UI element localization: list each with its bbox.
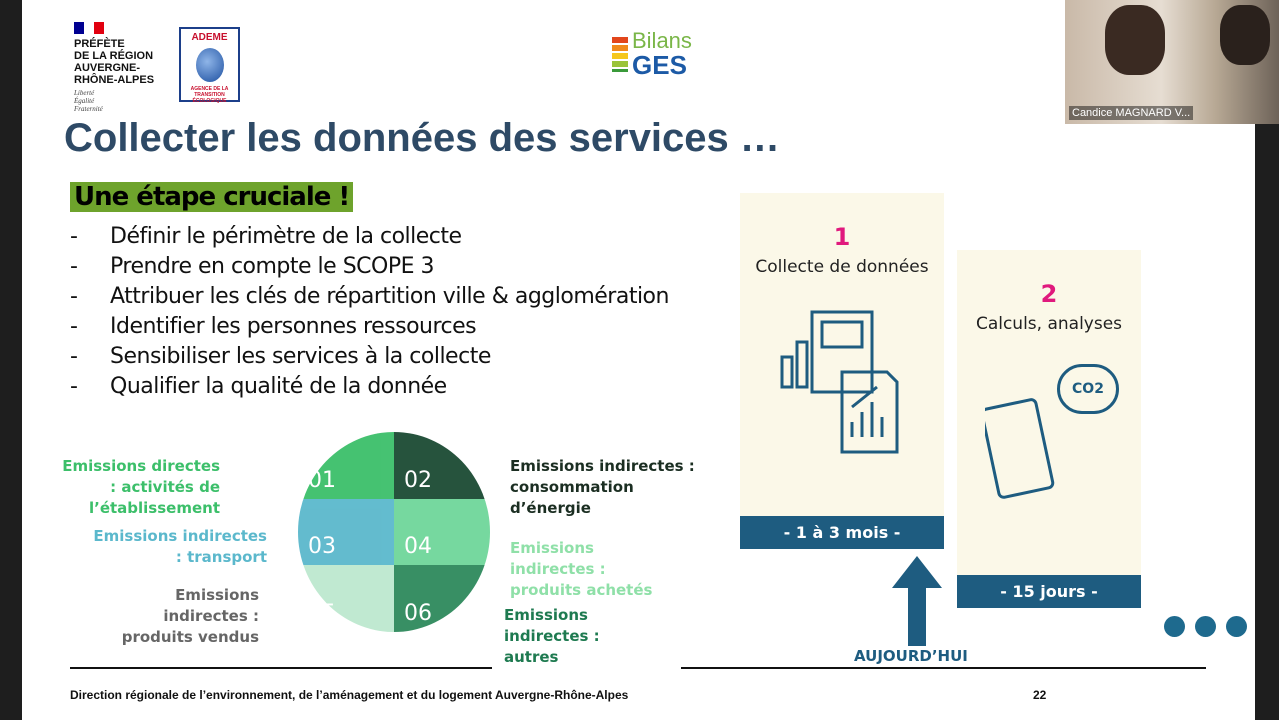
more-dots-icon — [1164, 616, 1247, 637]
puzzle-piece: 05 — [298, 565, 394, 632]
emission-label-5: Emissions indirectes : produits vendus — [121, 586, 259, 646]
emission-label-2: Emissions indirectes : consommation d’én… — [510, 457, 695, 517]
participant-video-tile[interactable]: Candice MAGNARD V... — [1065, 0, 1279, 124]
step-number: 1 — [833, 223, 851, 251]
slide-footer: Direction régionale de l’environnement, … — [70, 688, 629, 702]
up-arrow-icon — [892, 556, 942, 646]
highlight-heading: Une étape cruciale ! — [70, 182, 354, 212]
list-item: -Identifier les personnes ressources — [70, 314, 477, 339]
participant-avatar — [1220, 5, 1270, 65]
participant-name: Candice MAGNARD V... — [1069, 106, 1194, 120]
step-card-2: 2 Calculs, analyses CO2 — [957, 250, 1141, 575]
list-item: -Qualifier la qualité de la donnée — [70, 374, 447, 399]
presentation-slide: PRÉFÈTE DE LA RÉGION AUVERGNE- RHÔNE-ALP… — [22, 0, 1255, 720]
list-item: -Sensibiliser les services à la collecte — [70, 344, 491, 369]
logo-text: RHÔNE-ALPES — [74, 74, 155, 86]
slide-title: Collecter les données des services … — [64, 116, 780, 160]
duration-band-1: - 1 à 3 mois - — [740, 516, 944, 549]
ademe-text: ADEME — [191, 32, 228, 43]
today-label: AUJOURD’HUI — [854, 647, 968, 665]
ademe-logo: ADEME AGENCE DE LA TRANSITION ÉCOLOGIQUE — [179, 27, 240, 104]
emission-label-4: Emissions indirectes : produits achetés — [510, 539, 653, 599]
devise: Fraternité — [74, 105, 103, 113]
logo-text: DE LA RÉGION — [74, 50, 154, 62]
step-title: Calculs, analyses — [975, 314, 1123, 334]
logo-text: PRÉFÈTE — [74, 38, 125, 50]
globe-icon — [195, 48, 224, 82]
divider — [681, 667, 1206, 669]
french-flag-icon — [74, 22, 104, 34]
devise: Égalité — [74, 97, 95, 105]
puzzle-piece: 06 — [394, 565, 490, 632]
step-number: 2 — [1040, 280, 1058, 308]
puzzle-piece: 01 — [298, 432, 394, 499]
emission-label-3: Emissions indirectes : transport — [93, 527, 267, 566]
co2-cloud-icon: CO2 — [1057, 364, 1119, 414]
calculator-icon — [985, 398, 1055, 499]
scope-puzzle-illustration: 01 02 03 04 05 06 — [298, 432, 490, 632]
data-report-icon — [780, 310, 899, 454]
puzzle-piece: 03 — [298, 498, 394, 566]
list-item: -Prendre en compte le SCOPE 3 — [70, 254, 435, 279]
ademe-subtitle: AGENCE DE LA TRANSITION ÉCOLOGIQUE — [190, 86, 229, 104]
list-item: -Définir le périmètre de la collecte — [70, 224, 462, 249]
bullet-list: -Définir le périmètre de la collecte -Pr… — [70, 222, 669, 402]
puzzle-piece: 04 — [394, 498, 490, 566]
step-title: Collecte de données — [755, 257, 929, 277]
participant-avatar — [1105, 5, 1165, 75]
divider — [70, 667, 492, 669]
emission-label-1: Emissions directes : activités de l’étab… — [62, 457, 220, 517]
ges-text: GES — [632, 50, 687, 80]
emission-label-6: Emissions indirectes : autres — [504, 606, 600, 666]
puzzle-piece: 02 — [394, 432, 490, 499]
page-number: 22 — [1033, 688, 1047, 702]
prefecture-logo: PRÉFÈTE DE LA RÉGION AUVERGNE- RHÔNE-ALP… — [74, 22, 174, 113]
logo-text: AUVERGNE- — [74, 62, 141, 74]
bilans-text: Bilans — [632, 28, 692, 53]
step-card-1: 1 Collecte de données — [740, 193, 944, 516]
list-item: -Attribuer les clés de répartition ville… — [70, 284, 669, 309]
duration-band-2: - 15 jours - — [957, 575, 1141, 608]
devise: Liberté — [74, 89, 95, 97]
